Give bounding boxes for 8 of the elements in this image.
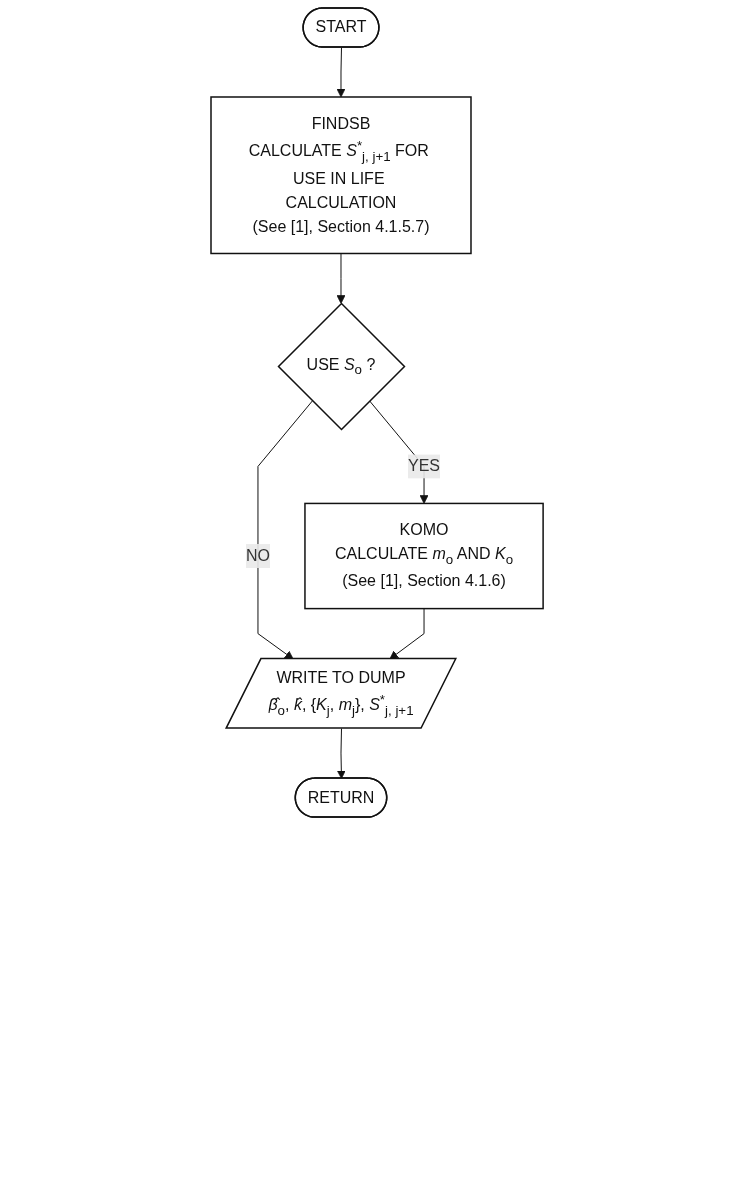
arrow	[337, 47, 346, 98]
node-box: KOMO CALCULATE m$_{o}$ AND K$_{o}$ (See [1], Section 4.1.6)	[304, 502, 545, 610]
arrow	[337, 253, 346, 304]
arrow	[337, 728, 347, 779]
node-diamond: USE S$_{o}$ ?	[277, 302, 406, 431]
edge-label: YES	[408, 457, 441, 475]
edge-label: NO	[246, 547, 271, 565]
node-box: FINDSB CALCULATE S$^{*}$$_{j, j+1}$ FOR USE IN LIFE CALCULATION (See [1], Section 4.1.5.7)	[210, 96, 473, 255]
